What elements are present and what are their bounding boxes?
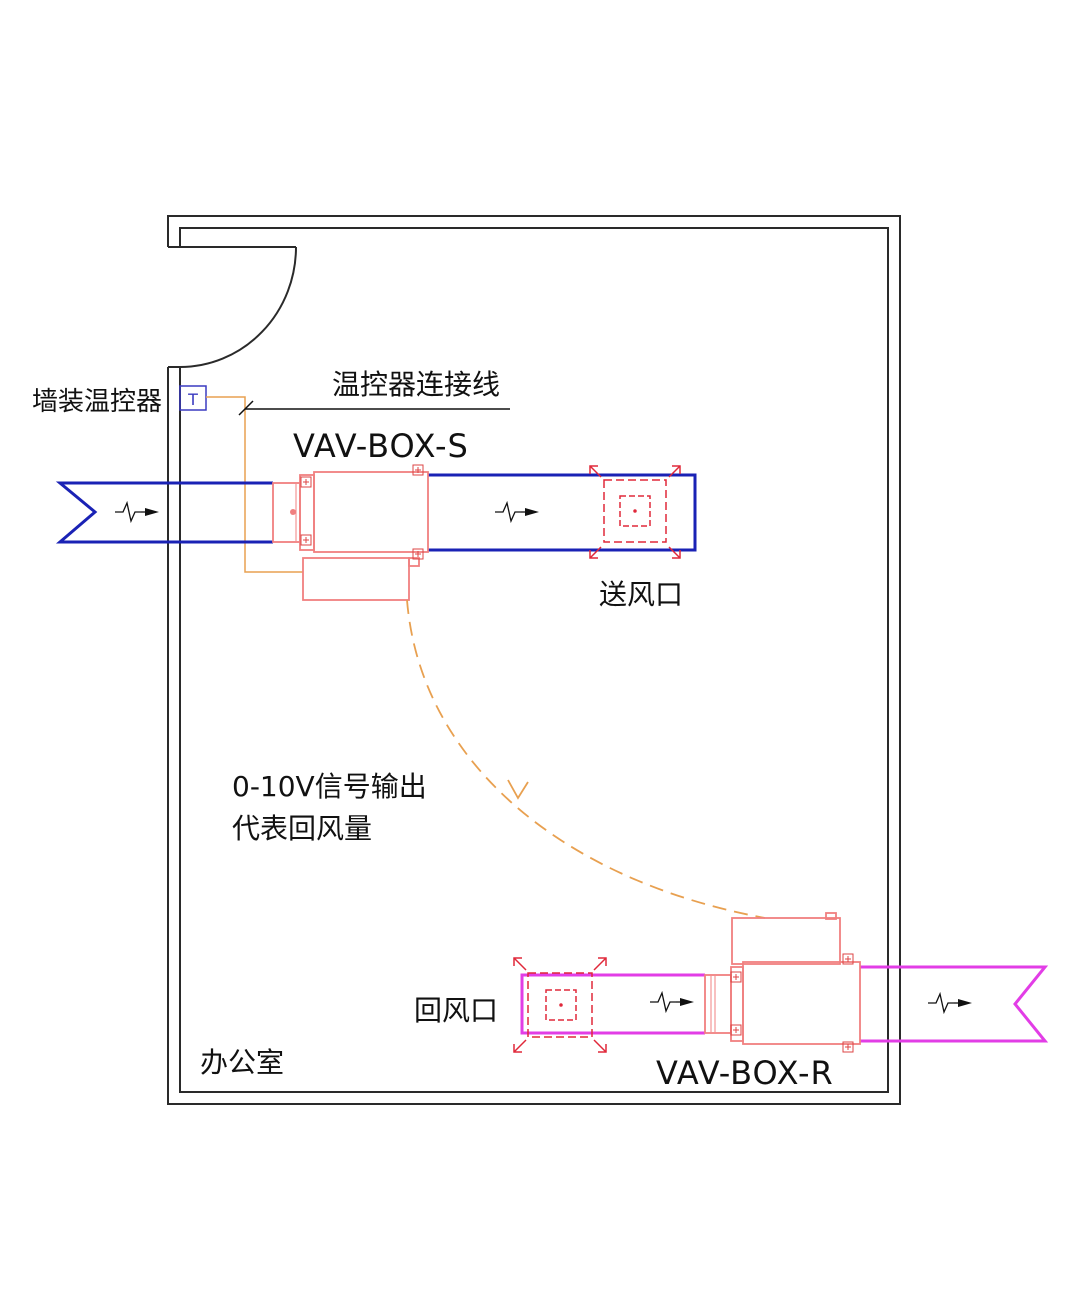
flow-arrow-icon	[115, 500, 159, 524]
signal-arrowhead-icon	[507, 779, 529, 800]
label-vav-box-supply: VAV-BOX-S	[293, 427, 469, 465]
inner-wall	[179, 227, 889, 1093]
return-inlet-duct	[520, 973, 705, 1035]
signal-wire-dashed	[406, 599, 766, 919]
thermostat-icon	[179, 385, 207, 411]
return-outlet-duct	[860, 965, 1049, 1043]
vav-box-return[interactable]	[704, 912, 861, 1045]
label-vav-box-return: VAV-BOX-R	[656, 1054, 834, 1092]
label-signal-line2: 代表回风量	[232, 812, 372, 845]
flow-arrow-icon	[650, 990, 694, 1014]
outer-wall	[167, 215, 901, 1105]
flow-arrow-icon	[928, 991, 972, 1015]
thermostat[interactable]: T	[179, 385, 207, 411]
door-swing-arc	[179, 246, 297, 368]
return-grille[interactable]	[513, 957, 607, 1053]
label-signal-line1: 0-10V信号输出	[232, 770, 427, 803]
vav-box-supply[interactable]	[272, 471, 429, 601]
fitting-cross-icon	[730, 953, 854, 1053]
supply-inlet-duct	[55, 481, 273, 544]
supply-diffuser[interactable]	[589, 465, 681, 559]
flow-arrow-icon	[495, 500, 539, 524]
room-walls	[167, 215, 901, 1105]
fitting-cross-icon	[300, 464, 424, 560]
wire-leader-tick	[238, 400, 254, 416]
thermostat-symbol: T	[187, 390, 198, 409]
label-thermostat-wire: 温控器连接线	[332, 368, 500, 401]
label-wall-thermostat: 墙装温控器	[32, 387, 162, 417]
supply-outlet-duct	[428, 473, 697, 552]
label-office: 办公室	[200, 1046, 284, 1079]
label-return-inlet: 回风口	[414, 994, 498, 1027]
label-supply-outlet: 送风口	[599, 578, 683, 611]
